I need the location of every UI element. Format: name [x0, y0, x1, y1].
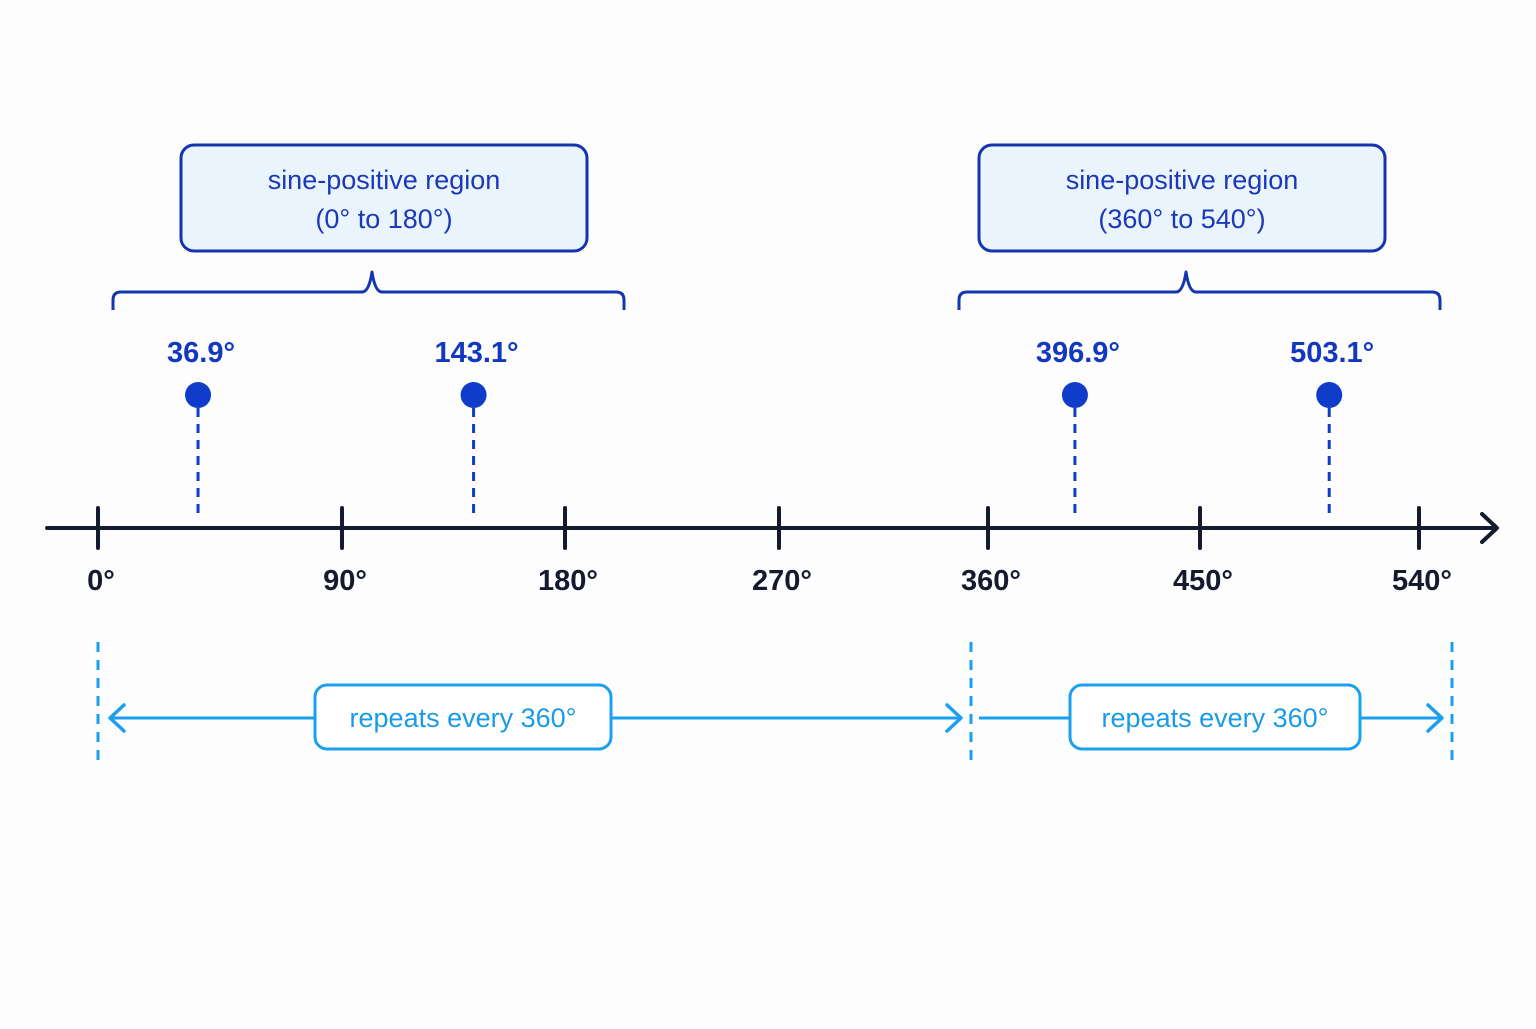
- region-title: sine-positive region: [268, 165, 501, 195]
- repeat-label-box: [1068, 683, 1362, 751]
- number-line: 0° 90° 180° 270° 360° 450° 540°: [45, 506, 1499, 597]
- region-range: (0° to 180°): [315, 204, 452, 234]
- point-marker: [460, 382, 487, 408]
- point-marker: [1061, 382, 1088, 408]
- point-label: 503.1°: [1290, 337, 1374, 369]
- repeat-group: repeats every 360° repeats every 360°: [96, 642, 1454, 760]
- points-group: 36.9° 143.1° 396.9° 503.1°: [167, 337, 1374, 520]
- tick-label: 0°: [87, 565, 115, 597]
- point-label: 396.9°: [1036, 337, 1120, 369]
- arrow-right-icon: [1426, 703, 1444, 733]
- point-marker: [185, 382, 212, 408]
- region-group: sine-positive region (0° to 180°) sine-pos…: [111, 143, 1442, 310]
- region-title: sine-positive region: [1066, 165, 1299, 195]
- tick-label: 270°: [752, 565, 812, 597]
- tick-label: 450°: [1173, 565, 1233, 597]
- point-label: 36.9°: [167, 337, 235, 369]
- repeat-label-box: [313, 683, 613, 751]
- repeat-label: repeats every 360°: [1102, 703, 1329, 733]
- point-label: 143.1°: [434, 337, 518, 369]
- curly-brace: [111, 270, 626, 310]
- tick-label: 360°: [961, 565, 1021, 597]
- curly-brace: [957, 270, 1442, 310]
- tick-label: 540°: [1392, 565, 1452, 597]
- tick-label: 180°: [538, 565, 598, 597]
- arrow-left-icon: [108, 703, 126, 733]
- arrow-right-icon: [945, 703, 963, 733]
- point-marker: [1316, 382, 1343, 408]
- region-box: [179, 143, 589, 253]
- tick-label: 90°: [323, 565, 367, 597]
- axis-arrow-icon: [1480, 512, 1499, 544]
- region-range: (360° to 540°): [1098, 204, 1265, 234]
- region-box: [977, 143, 1387, 253]
- repeat-label: repeats every 360°: [350, 703, 577, 733]
